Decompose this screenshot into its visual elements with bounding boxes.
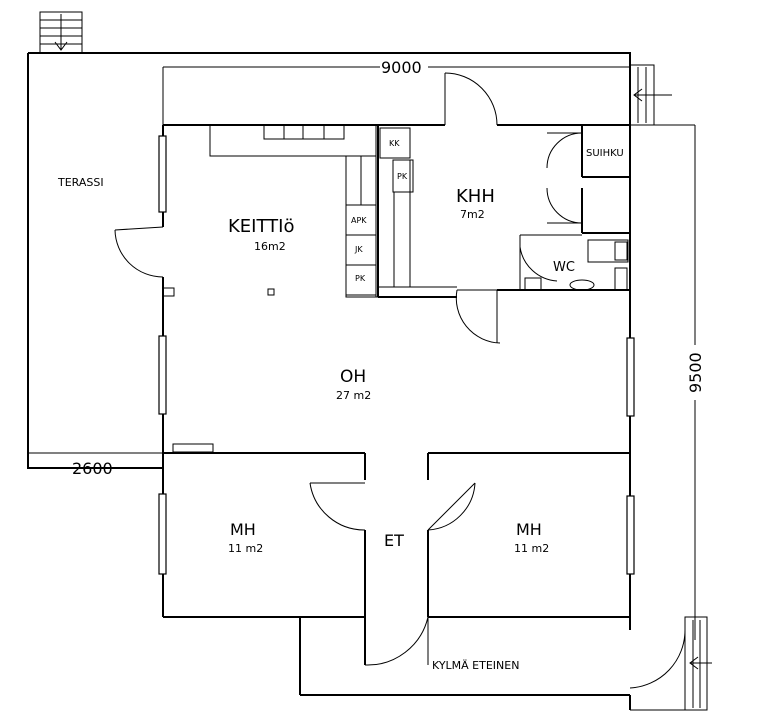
dimension-top (162, 66, 630, 125)
room-label-keittio: KEITTIö (228, 216, 294, 237)
room-label-kylma-eteinen: KYLMÄ ETEINEN (432, 659, 519, 672)
room-label-oh: OH (340, 367, 366, 387)
fixture-label-pk-lower: PK (355, 274, 366, 283)
wc (519, 234, 629, 291)
fixture-label-jk: JK (354, 245, 363, 254)
room-area-mh-right: 11 m2 (514, 542, 549, 555)
kitchen-side-door (114, 226, 175, 297)
kitchen-counters (209, 124, 378, 298)
room-area-keittio: 16m2 (254, 240, 286, 253)
dimension-left (28, 452, 163, 469)
room-label-suihku: SUIHKU (586, 148, 624, 159)
room-label-mh-right: MH (516, 520, 542, 539)
bedroom-walls (163, 443, 630, 617)
fixture-label-kk: KK (389, 139, 400, 148)
shower (546, 125, 630, 234)
cold-porch-walls (299, 617, 631, 710)
stairs-top (39, 11, 83, 54)
dimension-label-right: 9500 (686, 352, 705, 393)
room-label-terassi: TERASSI (57, 176, 104, 189)
porch-door (364, 616, 686, 689)
main-door (444, 72, 498, 126)
room-label-khh: KHH (456, 186, 495, 207)
dimension-label-left: 2600 (72, 459, 113, 478)
stairs-bottom-right (630, 616, 712, 711)
terrace-outline (27, 52, 631, 469)
dimension-label-top: 9000 (381, 58, 422, 77)
room-label-mh-left: MH (230, 520, 256, 539)
bedroom-doors (309, 482, 476, 531)
room-label-et: ET (384, 531, 404, 550)
room-label-wc: WC (553, 260, 575, 275)
khh-divider (377, 125, 457, 298)
room-area-mh-left: 11 m2 (228, 542, 263, 555)
room-area-khh: 7m2 (460, 208, 485, 221)
fixture-label-apk: APK (351, 216, 367, 225)
windows (158, 135, 635, 575)
khh-door (455, 289, 630, 344)
fixture-label-pk-upper: PK (397, 172, 408, 181)
room-area-oh: 27 m2 (336, 389, 371, 402)
stairs-top-right (629, 64, 672, 126)
